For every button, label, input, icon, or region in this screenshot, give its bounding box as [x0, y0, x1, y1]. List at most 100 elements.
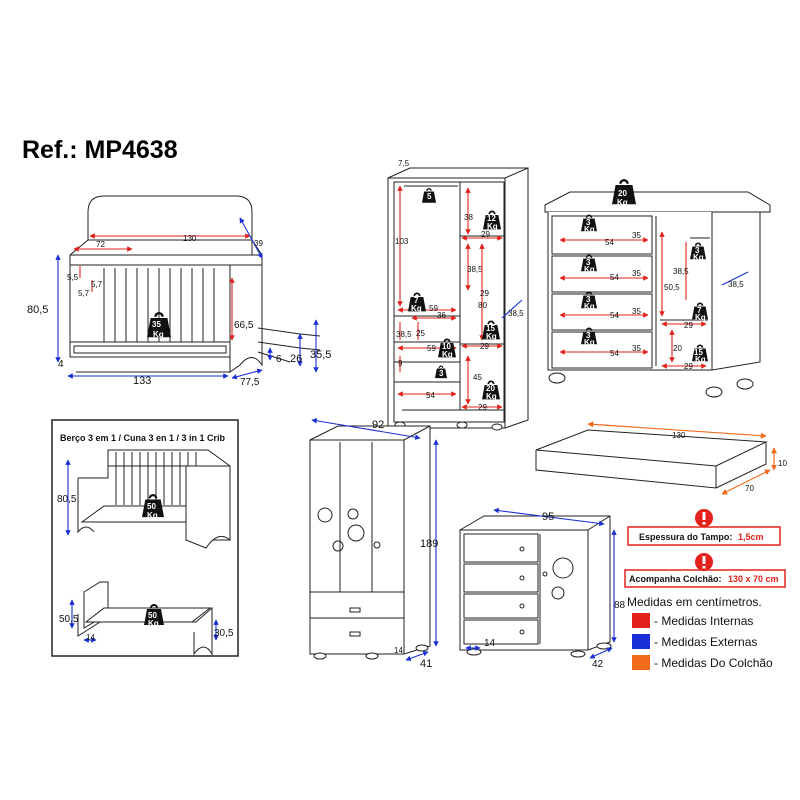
mattress-drawing	[535, 429, 768, 489]
svg-text:3: 3	[586, 331, 591, 340]
dresser-dim-38-5: 38,5	[673, 267, 689, 276]
wardrobe-dim-29-b: 29	[480, 342, 489, 351]
mattress-included-note: Acompanha Colchão: 130 x 70 cm	[624, 553, 786, 588]
crib-dim-6: 6	[276, 354, 282, 365]
dresser-dim-54-a: 54	[605, 238, 614, 247]
crib-dim-72: 72	[96, 240, 105, 249]
weight-icon: 50 Kg	[144, 603, 164, 628]
svg-text:Kg: Kg	[411, 304, 422, 313]
crib-3in1-dim-80-5: 80,5	[57, 494, 77, 505]
dresser-dim-54-d: 54	[610, 349, 619, 358]
svg-text:12: 12	[487, 214, 496, 223]
dresser-dim-35-b: 35	[632, 269, 641, 278]
dresser-drawing	[459, 515, 612, 658]
svg-text:7: 7	[697, 306, 702, 315]
svg-text:3: 3	[439, 369, 444, 378]
svg-text:Kg: Kg	[693, 253, 704, 262]
crib-dim-39: 39	[254, 239, 263, 248]
wardrobe-dim-189: 189	[420, 538, 438, 550]
legend-swatch-internal	[632, 613, 650, 628]
dresser-dim-14: 14	[484, 638, 496, 649]
wardrobe-dim-59-b: 59	[427, 344, 436, 353]
wardrobe-drawing	[309, 425, 431, 660]
legend-title: Medidas em centímetros.	[627, 595, 762, 609]
dresser-dim-88: 88	[614, 600, 626, 611]
crib-3in1-title: Berço 3 em 1 / Cuna 3 en 1 / 3 in 1 Crib	[60, 433, 226, 443]
svg-text:15: 15	[486, 324, 495, 333]
svg-text:3: 3	[586, 258, 591, 267]
svg-text:20: 20	[486, 384, 495, 393]
wardrobe-dim-38-5-c: 38,5	[396, 330, 412, 339]
legend-swatch-mattress	[632, 655, 650, 670]
mattress-dim-130: 130	[672, 431, 686, 440]
legend: Medidas em centímetros. - Medidas Intern…	[627, 595, 773, 670]
wardrobe-dim-80: 80	[478, 301, 487, 310]
weight-icon: 15 Kg	[482, 320, 500, 341]
svg-text:Kg: Kg	[584, 265, 595, 274]
wardrobe-dim-59: 59	[429, 304, 438, 313]
wardrobe-dim-7-5: 7,5	[398, 159, 410, 168]
weight-icon: 3 Kg	[581, 291, 597, 311]
legend-internal: - Medidas Internas	[654, 614, 753, 628]
crib-dim-4: 4	[58, 359, 64, 370]
crib-dim-133: 133	[133, 375, 151, 387]
svg-text:Kg: Kg	[695, 355, 706, 364]
svg-text:130 x 70 cm: 130 x 70 cm	[728, 574, 779, 584]
wardrobe-dim-103: 103	[395, 237, 409, 246]
wardrobe-dim-29-d: 29	[480, 289, 489, 298]
wardrobe-dim-38-5-b: 38,5	[508, 309, 524, 318]
dresser-dim-54-c: 54	[610, 311, 619, 320]
dresser-dim-42: 42	[592, 659, 604, 670]
dresser-internal-drawing	[544, 191, 771, 398]
svg-text:Kg: Kg	[584, 338, 595, 347]
weight-icon: 20 Kg	[612, 178, 636, 207]
crib-dim-66-5: 66,5	[234, 320, 254, 331]
reference-title: Ref.: MP4638	[22, 136, 178, 164]
wardrobe-dim-29-c: 29	[478, 403, 487, 412]
weight-icon: 12 Kg	[483, 210, 501, 231]
svg-text:Acompanha Colchão:: Acompanha Colchão:	[629, 574, 722, 584]
legend-mattress: - Medidas Do Colchão	[654, 656, 773, 670]
weight-icon: 50 Kg	[142, 493, 164, 520]
svg-text:50: 50	[148, 611, 157, 620]
dresser-dim-54-b: 54	[610, 273, 619, 282]
dresser-dim-29-a: 29	[684, 321, 693, 330]
dresser-dim-35-c: 35	[632, 307, 641, 316]
svg-text:15: 15	[694, 348, 703, 357]
weight-icon: 3 Kg	[581, 214, 597, 234]
wardrobe-dim-92: 92	[372, 419, 384, 431]
svg-text:Kg: Kg	[148, 619, 159, 628]
legend-swatch-external	[632, 634, 650, 649]
wardrobe-dim-36: 36	[437, 311, 446, 320]
svg-text:Espessura do Tampo:: Espessura do Tampo:	[639, 532, 732, 542]
dresser-dim-35-d: 35	[632, 344, 641, 353]
weight-icon: 7 Kg	[408, 292, 426, 313]
weight-icon: 35 Kg	[147, 311, 171, 339]
dresser-dim-29-b: 29	[684, 362, 693, 371]
legend-external: - Medidas Externas	[654, 635, 757, 649]
crib-dim-77-5: 77,5	[240, 377, 260, 388]
wardrobe-internal-drawing	[387, 167, 529, 431]
weight-icon: 7 Kg	[692, 302, 708, 322]
weight-icon: 20 Kg	[482, 380, 500, 401]
weight-icon: 15 Kg	[692, 344, 708, 364]
dresser-dim-35-a: 35	[632, 231, 641, 240]
crib-dim-80-5: 80,5	[27, 304, 48, 316]
svg-text:3: 3	[586, 295, 591, 304]
svg-text:Kg: Kg	[584, 225, 595, 234]
crib-3in1-drawing	[77, 449, 231, 549]
wardrobe-dim-29-a: 29	[481, 230, 490, 239]
svg-text:35: 35	[152, 320, 161, 329]
svg-text:10: 10	[442, 342, 451, 351]
wardrobe-dim-14: 14	[394, 646, 403, 655]
crib-dim-5-7-a: 5,7	[91, 280, 103, 289]
wardrobe-dim-41: 41	[420, 658, 432, 670]
svg-text:Kg: Kg	[153, 330, 164, 339]
svg-text:Kg: Kg	[442, 350, 453, 359]
wardrobe-dim-54: 54	[426, 391, 435, 400]
svg-text:Kg: Kg	[487, 222, 498, 231]
toddler-dim-30-5: 30,5	[214, 628, 234, 639]
dresser-dim-50-5: 50,5	[664, 283, 680, 292]
